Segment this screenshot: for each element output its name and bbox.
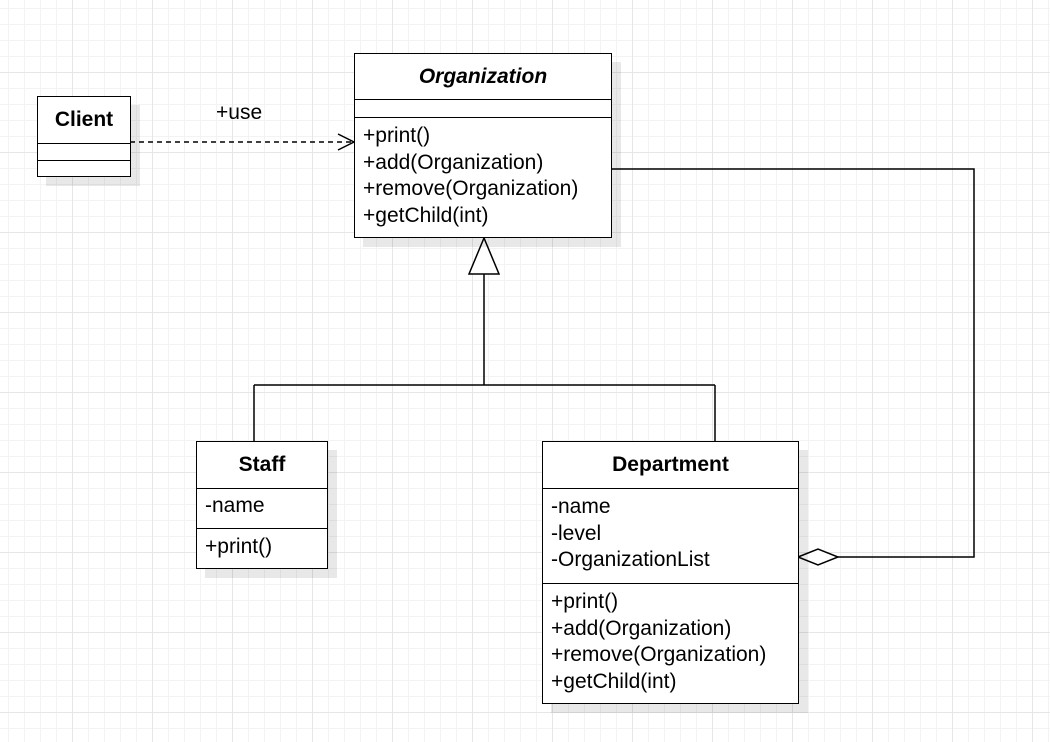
dependency-client-to-organization[interactable] <box>130 133 356 151</box>
operation: +remove(Organization) <box>551 643 767 666</box>
attributes-compartment <box>38 144 130 161</box>
operations-compartment: +print() +add(Organization) +remove(Orga… <box>543 584 798 695</box>
aggregation-line <box>612 168 975 558</box>
attributes-compartment <box>355 100 611 118</box>
hollow-triangle-icon <box>467 236 501 275</box>
operation: +getChild(int) <box>551 669 677 693</box>
operation: +getChild(int) <box>363 203 489 227</box>
class-client[interactable]: Client <box>37 96 131 177</box>
operations-compartment: +print() +add(Organization) +remove(Orga… <box>355 118 611 229</box>
generalization-to-organization[interactable] <box>253 236 716 442</box>
operation: +remove(Organization) <box>363 177 579 200</box>
operations-compartment <box>38 161 130 175</box>
operation: +print() <box>363 124 431 147</box>
operations-compartment: +print() <box>197 529 327 561</box>
operation: +print() <box>551 590 619 613</box>
operation: +add(Organization) <box>551 616 732 640</box>
attribute: -level <box>551 521 602 545</box>
attribute: -name <box>551 495 611 518</box>
attributes-compartment: -name -level -OrganizationList <box>543 489 798 584</box>
attribute: -OrganizationList <box>551 548 710 571</box>
class-name: Client <box>38 97 130 144</box>
operation: +add(Organization) <box>363 150 544 174</box>
aggregation-department-organization[interactable] <box>612 168 975 566</box>
hollow-diamond-icon <box>795 548 841 566</box>
class-name: Organization <box>355 54 611 100</box>
class-name: Department <box>543 442 798 489</box>
class-department[interactable]: Department -name -level -OrganizationLis… <box>542 441 799 704</box>
operation: +print() <box>205 535 273 558</box>
class-staff[interactable]: Staff -name +print() <box>196 441 328 569</box>
attributes-compartment: -name <box>197 489 327 529</box>
class-organization[interactable]: Organization +print() +add(Organization)… <box>354 53 612 238</box>
attribute: -name <box>205 494 265 517</box>
class-name: Staff <box>197 442 327 489</box>
use-label: +use <box>216 101 263 124</box>
